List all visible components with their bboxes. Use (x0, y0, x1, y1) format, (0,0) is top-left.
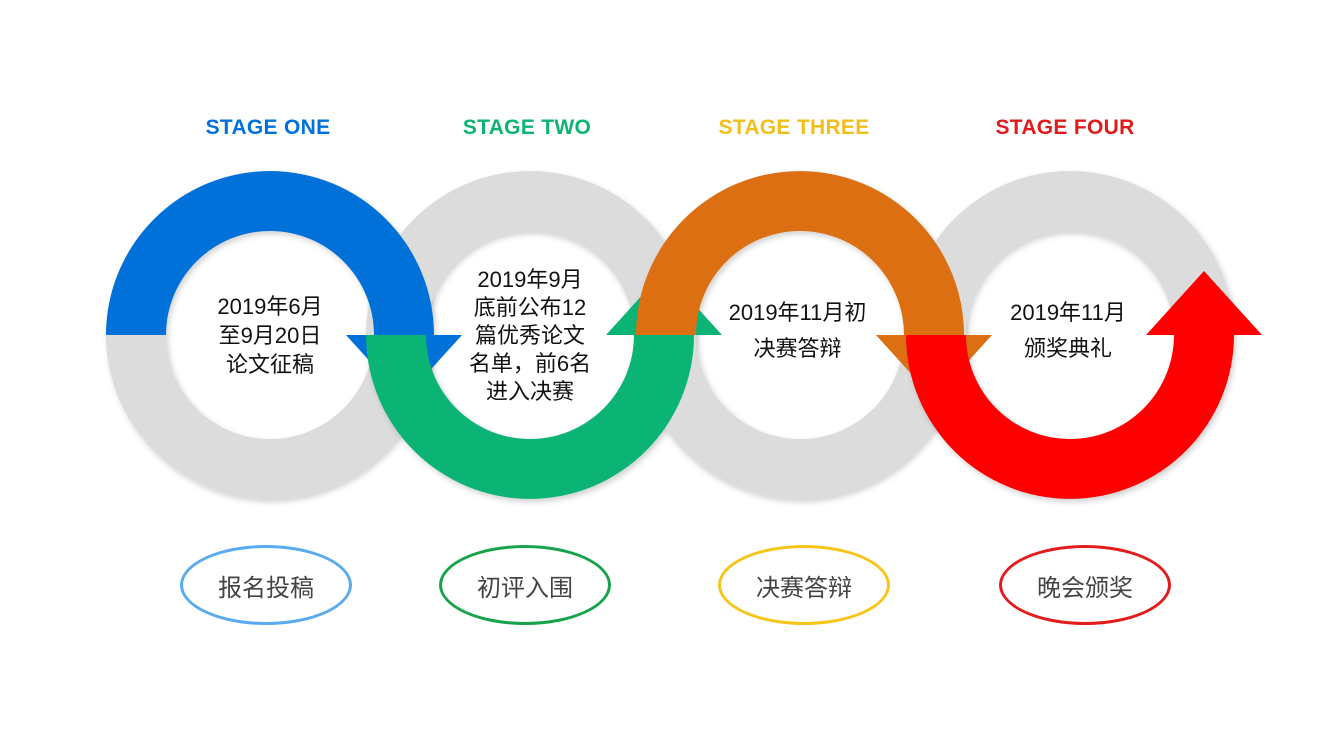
stage-two-title: STAGE TWO (462, 116, 592, 139)
stage-one-line-1: 2019年6月 (217, 294, 323, 319)
stage-two-line-2: 底前公布12 (473, 295, 587, 320)
stage-two-line-5: 进入决赛 (485, 379, 574, 404)
stage-four-line-2: 颁奖典礼 (1023, 336, 1112, 361)
stage-four-center-text: 2019年11月 颁奖典礼 (978, 298, 1158, 364)
stage-three-line-1: 2019年11月初 (728, 300, 867, 325)
stage-four-label: 晚会颁奖 (999, 545, 1171, 625)
stage-four-title: STAGE FOUR (995, 116, 1135, 139)
stage-three-arc (636, 171, 964, 335)
stage-two-label: 初评入围 (439, 545, 611, 625)
stage-three-line-2: 决赛答辩 (753, 336, 842, 361)
stage-one-title: STAGE ONE (205, 116, 331, 139)
stage-three-label: 决赛答辩 (718, 545, 890, 625)
stage-four-arrow-head (1146, 271, 1262, 335)
stage-four-arc (906, 335, 1234, 499)
stage-three-title: STAGE THREE (718, 116, 870, 139)
stage-three-center-text: 2019年11月初 决赛答辩 (705, 298, 890, 364)
stage-one-label: 报名投稿 (180, 545, 352, 625)
stage-one-arc (106, 171, 434, 335)
stage-two-line-3: 篇优秀论文 (474, 323, 585, 348)
stage-one-line-3: 论文征稿 (225, 352, 314, 377)
stage-four-line-1: 2019年11月 (1010, 300, 1126, 325)
stage-two-line-4: 名单，前6名 (468, 351, 592, 376)
stage-two-center-text: 2019年9月 底前公布12 篇优秀论文 名单，前6名 进入决赛 (440, 266, 620, 406)
stage-two-arc (366, 335, 694, 499)
stage-one-center-text: 2019年6月 至9月20日 论文征稿 (180, 292, 360, 379)
stage-two-line-1: 2019年9月 (477, 267, 583, 292)
stage-one-line-2: 至9月20日 (218, 323, 322, 348)
